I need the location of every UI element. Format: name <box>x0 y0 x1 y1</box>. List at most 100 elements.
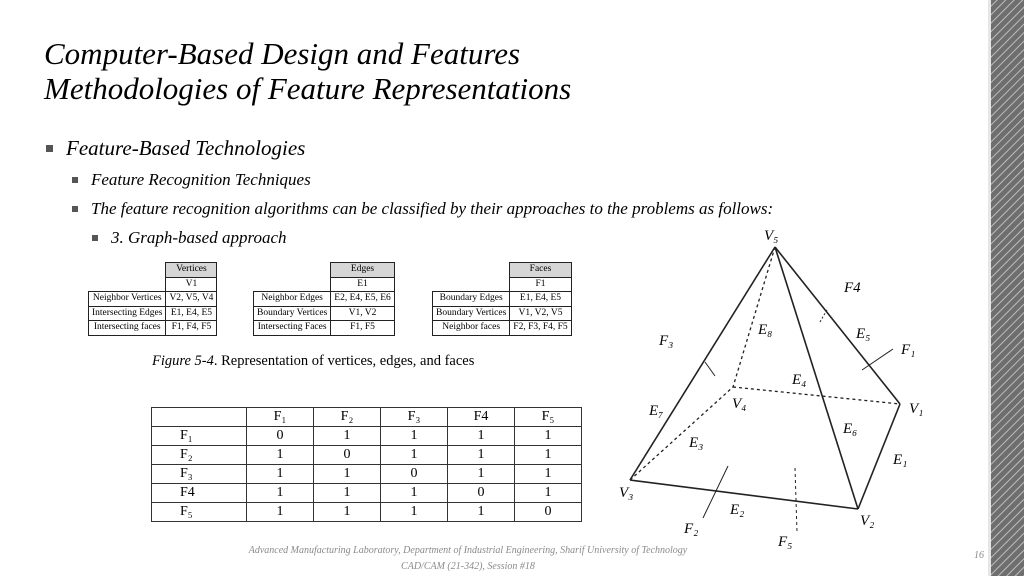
leader-f4 <box>819 307 829 323</box>
matrix-cell: 1 <box>313 483 381 503</box>
matrix-cell: 1 <box>447 502 515 522</box>
matrix-col-header: F4 <box>447 407 515 427</box>
row-label: Neighbor Edges <box>252 291 332 307</box>
row-value: E1, E4, E5 <box>165 305 218 321</box>
bullet-level-1: Feature-Based Technologies <box>46 136 305 161</box>
matrix-cell: 1 <box>313 426 381 446</box>
matrix-row-header: F₁ <box>151 426 247 446</box>
decorative-side-pattern <box>988 0 1024 576</box>
matrix-cell: 1 <box>380 426 448 446</box>
pyramid-diagram: V₅ V₁ V₂ V₃ V₄ E₁ E₂ E₃ E₄ E₅ E₆ E₇ E₈ F… <box>619 228 923 550</box>
matrix-row-header: F₅ <box>151 502 247 522</box>
table-subheader: E1 <box>330 276 395 292</box>
title-line-1: Computer-Based Design and Features <box>44 36 521 71</box>
edge-e2 <box>629 479 859 510</box>
bullet-level-2: The feature recognition algorithms can b… <box>72 199 773 219</box>
adjacency-matrix: F₁ F₂ F₃ F4 F₅ F₁ 0 1 1 1 1 F₂ 1 0 1 1 1… <box>151 407 582 522</box>
matrix-corner <box>151 407 247 427</box>
matrix-cell: 1 <box>246 464 314 484</box>
matrix-cell: 1 <box>246 502 314 522</box>
matrix-row-header: F₂ <box>151 445 247 465</box>
matrix-cell: 1 <box>514 483 582 503</box>
label-f2: F₂ <box>683 521 698 537</box>
edge-e3 <box>629 386 734 481</box>
edge-e6 <box>774 246 859 510</box>
matrix-col-header: F₁ <box>246 407 314 427</box>
table-row: F₂ 1 0 1 1 1 <box>151 445 582 465</box>
label-v4: V₄ <box>732 396 746 412</box>
footer-line-2: CAD/CAM (21-342), Session #18 <box>401 560 535 572</box>
table-row: F₅ 1 1 1 1 0 <box>151 502 582 522</box>
caption-prefix: Figure 5-4 <box>152 353 214 369</box>
edge-e8 <box>732 246 776 388</box>
table-row: F₃ 1 1 0 1 1 <box>151 464 582 484</box>
label-v5: V₅ <box>764 228 778 244</box>
row-value: V1, V2, V5 <box>509 305 572 321</box>
label-f4: F4 <box>843 280 861 296</box>
row-label: Boundary Vertices <box>431 305 511 321</box>
matrix-cell: 1 <box>313 464 381 484</box>
row-value: V1, V2 <box>330 305 395 321</box>
matrix-cell: 1 <box>246 445 314 465</box>
footer-line-1: Advanced Manufacturing Laboratory, Depar… <box>248 545 688 556</box>
label-e8: E₈ <box>757 322 772 338</box>
label-v2: V₂ <box>860 513 874 529</box>
edge-e1 <box>857 403 901 510</box>
caption-text: . Representation of vertices, edges, and… <box>213 353 475 369</box>
matrix-cell: 1 <box>313 502 381 522</box>
row-label: Intersecting Edges <box>87 305 167 321</box>
page-number: 16 <box>974 550 984 561</box>
leader-f1 <box>861 348 894 371</box>
bullet-square-icon <box>46 145 53 152</box>
slide-footer: Advanced Manufacturing Laboratory, Depar… <box>168 543 768 574</box>
matrix-cell: 0 <box>380 464 448 484</box>
matrix-cell: 0 <box>313 445 381 465</box>
leader-f5 <box>794 467 798 533</box>
label-e6: E₆ <box>842 421 857 437</box>
row-value: E1, E4, E5 <box>509 291 572 307</box>
label-e7: E₇ <box>648 403 663 419</box>
table-header: Vertices <box>165 262 218 278</box>
matrix-cell: 1 <box>514 445 582 465</box>
bullet-level-3: 3. Graph-based approach <box>92 228 287 248</box>
edge-e7 <box>629 246 776 481</box>
table-header: Faces <box>509 262 572 278</box>
label-v3: V₃ <box>619 485 633 501</box>
row-label: Boundary Edges <box>431 291 511 307</box>
slide-title: Computer-Based Design and Features Metho… <box>44 36 571 106</box>
label-e5: E₅ <box>855 326 870 342</box>
matrix-cell: 1 <box>447 445 515 465</box>
matrix-col-header: F₅ <box>514 407 582 427</box>
bullet-square-icon <box>72 206 78 212</box>
matrix-row-header: F₃ <box>151 464 247 484</box>
matrix-cell: 1 <box>514 426 582 446</box>
bullet-square-icon <box>72 177 78 183</box>
matrix-cell: 1 <box>380 502 448 522</box>
matrix-col-header: F₂ <box>313 407 381 427</box>
matrix-cell: 0 <box>514 502 582 522</box>
matrix-cell: 1 <box>380 445 448 465</box>
bullet-level-2: Feature Recognition Techniques <box>72 170 311 190</box>
row-value: E2, E4, E5, E6 <box>330 291 395 307</box>
edge-e5 <box>774 246 901 405</box>
table-subheader: F1 <box>509 276 572 292</box>
table-header: Edges <box>330 262 395 278</box>
row-label: Intersecting Faces <box>252 320 332 336</box>
label-e2: E₂ <box>729 502 744 518</box>
matrix-cell: 1 <box>447 426 515 446</box>
row-label: Intersecting faces <box>87 320 167 336</box>
label-e4: E₄ <box>791 372 806 388</box>
row-value: F1, F5 <box>330 320 395 336</box>
row-value: F1, F4, F5 <box>165 320 218 336</box>
bullet-square-icon <box>92 235 98 241</box>
bullet-text: Feature-Based Technologies <box>66 136 306 160</box>
row-label: Neighbor Vertices <box>87 291 167 307</box>
table-subheader: V1 <box>165 276 218 292</box>
matrix-cell: 1 <box>447 464 515 484</box>
